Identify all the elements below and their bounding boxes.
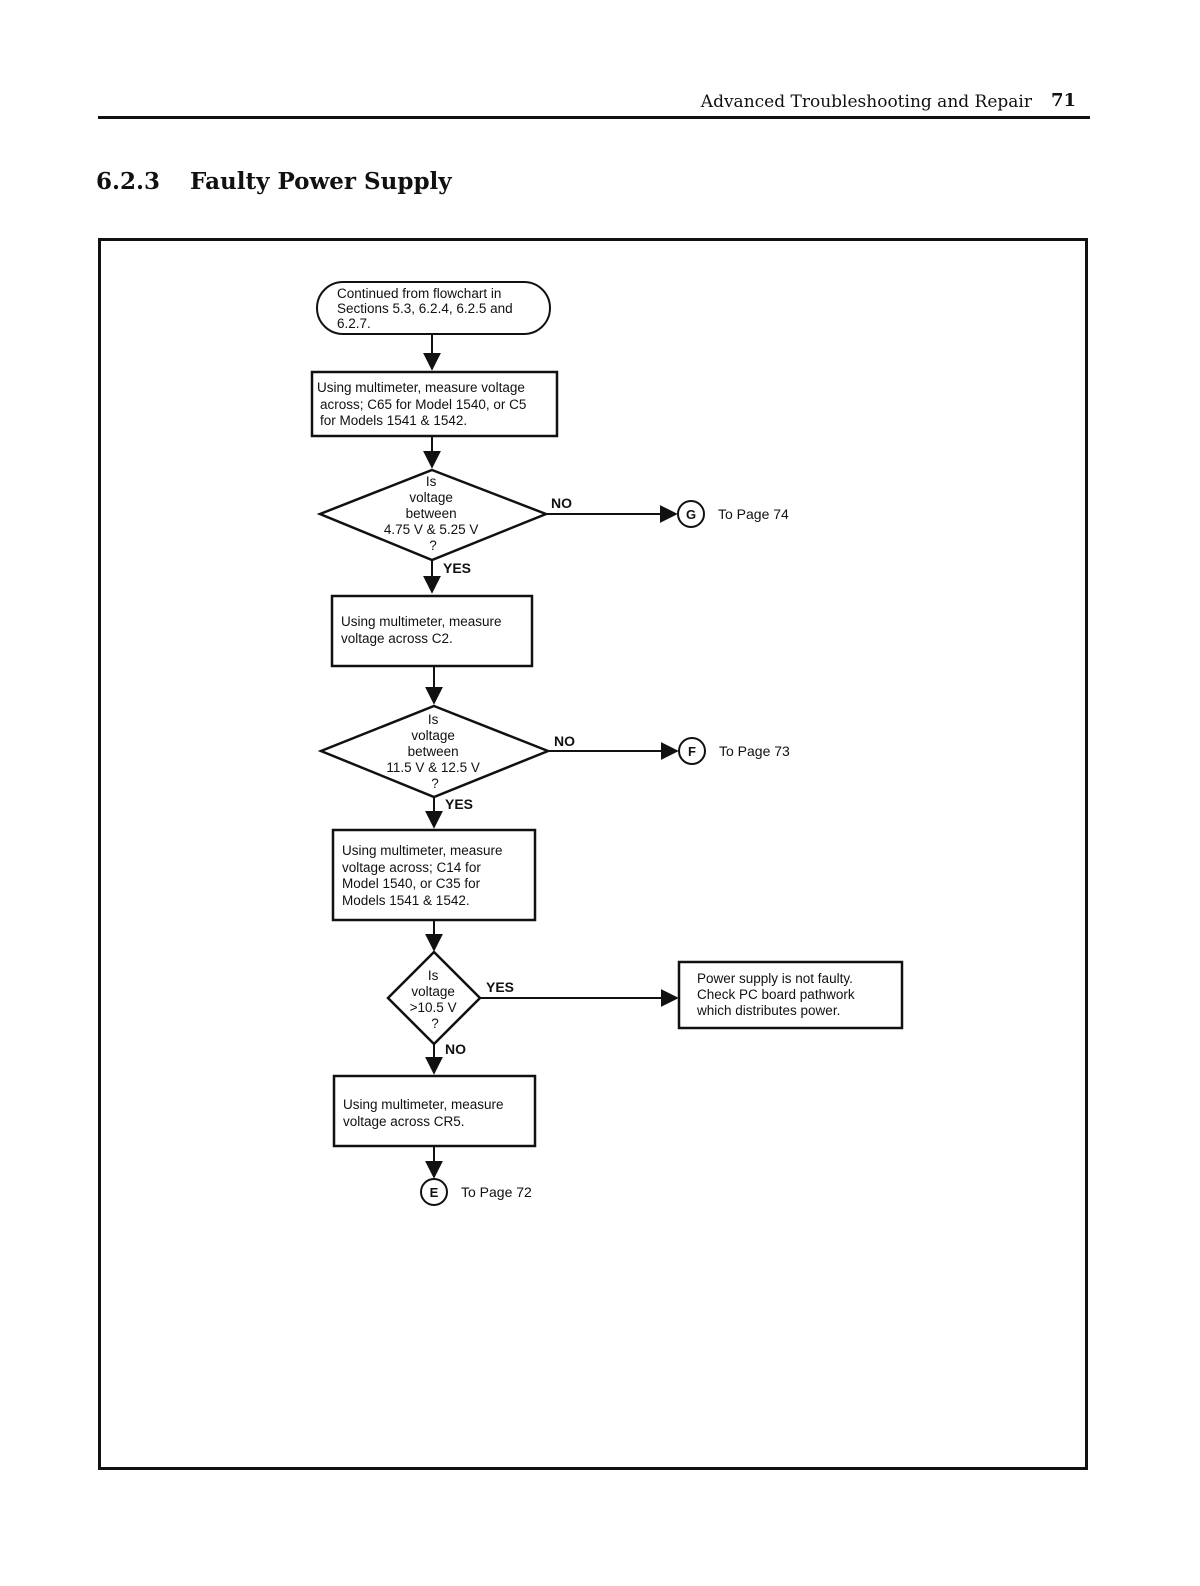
decision1-no-label: NO <box>551 495 572 511</box>
section-title: Faulty Power Supply <box>190 168 452 195</box>
page-number: 71 <box>1050 90 1076 111</box>
flowchart-frame <box>98 238 1088 1470</box>
decision2-yes-label: YES <box>445 796 473 812</box>
connector-g-page-ref: To Page 74 <box>718 506 789 522</box>
connector-f <box>678 737 706 765</box>
step1-box <box>310 370 559 438</box>
start-text: Continued from flowchart in Sections 5.3… <box>337 286 516 331</box>
section-number: 6.2.3 <box>96 168 161 195</box>
step4-text: Using multimeter, measure voltage across… <box>343 1097 507 1129</box>
step2-box <box>330 594 534 668</box>
connector-e-letter: E <box>430 1185 439 1200</box>
decision2-text: Is voltage between 11.5 V & 12.5 V ? <box>386 712 483 791</box>
decision1-yes-label: YES <box>443 560 471 576</box>
running-head: Advanced Troubleshooting and Repair 71 <box>98 90 1090 119</box>
start-terminator <box>316 281 551 335</box>
decision1-text: Is voltage between 4.75 V & 5.25 V ? <box>384 474 482 553</box>
running-title: Advanced Troubleshooting and Repair <box>700 92 1032 112</box>
result-box <box>677 960 904 1030</box>
connector-g <box>677 500 705 528</box>
decision3-yes-label: YES <box>486 979 514 995</box>
connector-g-letter: G <box>686 507 696 522</box>
decision2-no-label: NO <box>554 733 575 749</box>
decision3-no-label: NO <box>445 1041 466 1057</box>
step1-text: Using multimeter, measure voltage across… <box>317 380 530 428</box>
connector-f-letter: F <box>688 744 696 759</box>
section-heading: 6.2.3 Faulty Power Supply <box>96 168 452 195</box>
result-text: Power supply is not faulty. Check PC boa… <box>696 971 858 1018</box>
step3-text: Using multimeter, measure voltage across… <box>342 843 506 908</box>
connector-f-page-ref: To Page 73 <box>719 743 790 759</box>
connector-e <box>420 1178 448 1206</box>
step2-text: Using multimeter, measure voltage across… <box>341 614 505 646</box>
decision3-text: Is voltage >10.5 V ? <box>410 968 461 1031</box>
connector-e-page-ref: To Page 72 <box>461 1184 532 1200</box>
